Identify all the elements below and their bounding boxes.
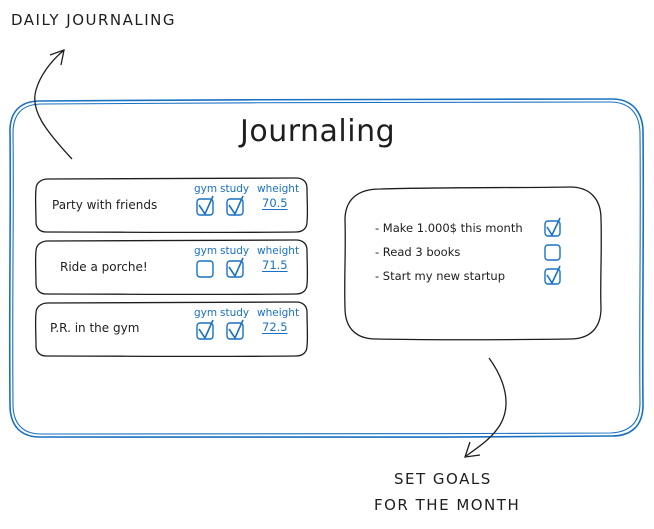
entry-2-weight-value: 71.5	[262, 258, 288, 272]
journal-title: Journaling	[240, 114, 396, 149]
entry-1-text: Party with friends	[52, 198, 158, 212]
entry-3-weight-value: 72.5	[262, 320, 288, 334]
entry-3-study-label: study	[220, 307, 250, 319]
checkbox-entry-1-study[interactable]	[226, 195, 244, 216]
entry-1-study-label: study	[220, 183, 250, 195]
entry-2-study-label: study	[220, 245, 250, 257]
checkbox-entry-3-study[interactable]	[226, 319, 244, 340]
goal-2-text: - Read 3 books	[375, 245, 461, 259]
checkbox-goal-1[interactable]	[544, 217, 561, 237]
entry-2-weight-label: wheight	[257, 245, 300, 257]
checkbox-goal-3[interactable]	[544, 265, 561, 285]
entry-2-text: Ride a porche!	[60, 260, 148, 274]
entry-3-weight-label: wheight	[257, 307, 300, 319]
entry-3-gym-label: gym	[194, 307, 218, 319]
entry-card-3	[34, 301, 309, 358]
entry-1-gym-label: gym	[194, 183, 218, 195]
goal-3-text: - Start my new startup	[375, 269, 506, 283]
journal-frame	[8, 98, 645, 439]
arrow-to-set-goals	[464, 357, 507, 458]
goals-card	[344, 186, 602, 341]
entry-card-1	[34, 177, 309, 234]
checkbox-entry-2-study[interactable]	[226, 257, 244, 278]
entry-1-weight-label: wheight	[257, 183, 300, 195]
checkbox-goal-2[interactable]	[544, 244, 561, 261]
goal-1-text: - Make 1.000$ this month	[375, 221, 523, 235]
entry-2-gym-label: gym	[194, 245, 218, 257]
checkbox-entry-3-gym[interactable]	[196, 319, 214, 340]
journal-frame-second-stroke	[12, 101, 641, 435]
set-goals-annotation-line1: SET GOALS	[394, 470, 492, 488]
entry-3-text: P.R. in the gym	[50, 321, 140, 335]
arrow-to-daily-journaling	[34, 49, 73, 160]
checkbox-entry-1-gym[interactable]	[196, 195, 214, 216]
entry-1-weight-value: 70.5	[262, 196, 288, 210]
set-goals-annotation-line2: FOR THE MONTH	[374, 496, 521, 514]
checkbox-entry-2-gym[interactable]	[196, 260, 214, 278]
entry-card-2	[34, 239, 309, 296]
daily-journaling-annotation: DAILY JOURNALING	[11, 11, 177, 29]
